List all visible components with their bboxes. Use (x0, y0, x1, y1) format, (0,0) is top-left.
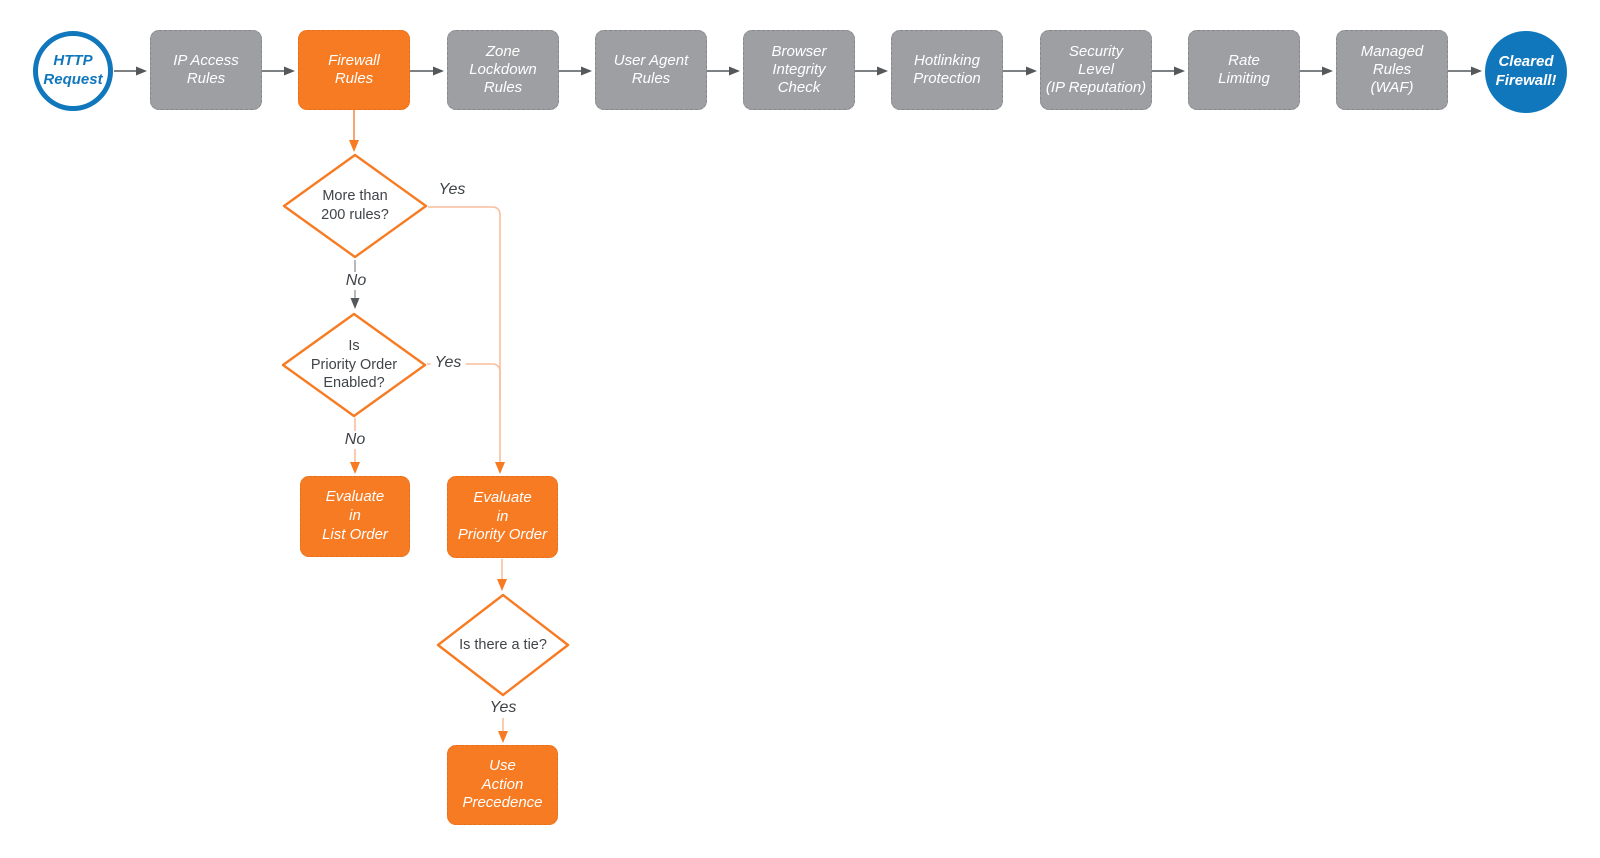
decision-label: Is there a tie? (459, 636, 547, 653)
stage-label: User Agent Rules (613, 51, 689, 87)
node-cleared-firewall: Cleared Firewall! (1485, 31, 1567, 113)
edge-label-decision2-yes: Yes (430, 354, 466, 372)
stage-managed-rules-waf: Managed Rules (WAF) (1336, 30, 1448, 110)
stage-label: Security Level (IP Reputation) (1045, 42, 1147, 97)
decision-more-than-200-rules: More than 200 rules? (282, 153, 428, 259)
stage-firewall-rules: Firewall Rules (298, 30, 410, 110)
stage-ip-access-rules: IP Access Rules (150, 30, 262, 110)
edge-label-decision2-no: No (340, 431, 370, 449)
stage-rate-limiting: Rate Limiting (1188, 30, 1300, 110)
stage-hotlinking-protection: Hotlinking Protection (891, 30, 1003, 110)
diamond-shape (436, 593, 570, 697)
stage-browser-integrity-check: Browser Integrity Check (743, 30, 855, 110)
action-label: Evaluate in List Order (322, 488, 388, 543)
edge-decision1-yes (428, 206, 505, 474)
edge-label-decision3-yes: Yes (489, 699, 517, 716)
action-evaluate-in-list-order: Evaluate in List Order (300, 476, 410, 557)
action-evaluate-in-priority-order: Evaluate in Priority Order (447, 476, 558, 558)
decision-priority-order-enabled: Is Priority Order Enabled? (281, 312, 427, 418)
edge-label-decision1-no: No (341, 272, 371, 290)
diamond-shape (282, 153, 428, 259)
decision-label: More than 200 rules? (321, 188, 389, 223)
stage-label: IP Access Rules (173, 51, 239, 87)
edge-label-decision1-yes: Yes (438, 181, 466, 198)
stage-label: Hotlinking Protection (913, 51, 981, 87)
edge-decision2-yes (427, 363, 501, 400)
stage-security-level: Security Level (IP Reputation) (1040, 30, 1152, 110)
node-cleared-firewall-label: Cleared Firewall! (1495, 53, 1557, 89)
stage-label: Firewall Rules (328, 51, 380, 87)
action-label: Evaluate in Priority Order (457, 488, 548, 544)
diamond-shape (281, 312, 427, 418)
stage-user-agent-rules: User Agent Rules (595, 30, 707, 110)
decision-is-there-a-tie: Is there a tie? (436, 593, 570, 697)
action-use-action-precedence: Use Action Precedence (447, 745, 558, 825)
node-http-request: HTTP Request (33, 31, 113, 111)
stage-label: Managed Rules (WAF) (1360, 42, 1424, 97)
stage-label: Zone Lockdown Rules (469, 42, 537, 97)
decision-label: Is Priority Order Enabled? (310, 338, 398, 392)
stage-zone-lockdown-rules: Zone Lockdown Rules (447, 30, 559, 110)
stage-label: Rate Limiting (1218, 51, 1270, 87)
node-http-request-label: HTTP Request (43, 52, 103, 88)
stage-label: Browser Integrity Check (771, 42, 827, 97)
action-label: Use Action Precedence (462, 756, 543, 812)
